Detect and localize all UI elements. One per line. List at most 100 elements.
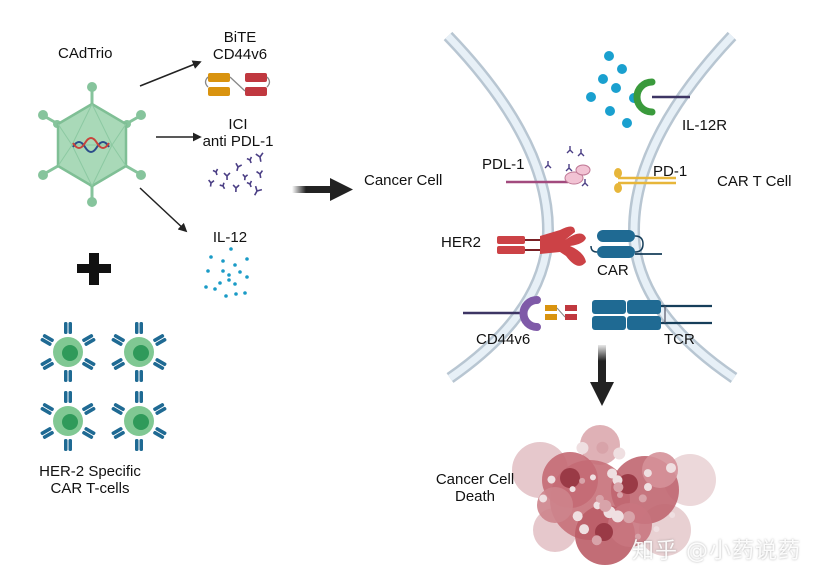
cytokine-dots-icon xyxy=(204,247,249,298)
ici-label-line1: ICI xyxy=(228,116,248,133)
adenovirus-icon xyxy=(38,82,146,207)
il12-dot xyxy=(233,263,237,267)
antibody-icon xyxy=(235,162,243,172)
cd44v6-receptor-icon xyxy=(463,296,541,331)
antibody-icon xyxy=(253,185,263,196)
pdl1-receptor-icon xyxy=(506,146,591,187)
ici-label: ICI anti PDL-1 xyxy=(188,116,288,150)
cell-fragment xyxy=(669,511,676,518)
car-label: CAR xyxy=(597,262,629,279)
cell-death-label-line2: Death xyxy=(454,488,496,505)
cell-fragment xyxy=(599,499,612,512)
il12-dot xyxy=(234,292,238,296)
dead-nucleus xyxy=(560,468,580,488)
nucleus-icon xyxy=(133,414,149,430)
il12-dot xyxy=(218,281,222,285)
arrow-to-il12 xyxy=(139,187,188,233)
car-receptor-icon xyxy=(590,230,662,258)
antibody-icon xyxy=(255,152,264,162)
nucleus-icon xyxy=(62,345,78,361)
nucleus-icon xyxy=(62,414,78,430)
cell-fragment xyxy=(576,442,589,455)
cell-fragment xyxy=(613,447,626,460)
cancer-cell-label: Cancer Cell xyxy=(364,172,443,189)
il12-dot xyxy=(245,275,249,279)
il12-particles-icon xyxy=(586,51,639,128)
dna-icon xyxy=(72,137,110,153)
il12-dot xyxy=(221,259,225,263)
car-t-cell-icon xyxy=(111,322,167,382)
il12-dot xyxy=(206,269,210,273)
il12-dot xyxy=(224,294,228,298)
cell-fragment xyxy=(572,511,583,522)
antibody-icon xyxy=(246,180,253,188)
il12-dot xyxy=(238,270,242,274)
cell-debris xyxy=(642,452,678,488)
antibody-icon xyxy=(246,156,253,164)
cell-fragment xyxy=(607,468,618,479)
arrow-to-synapse xyxy=(292,178,353,201)
il12-dot xyxy=(221,269,225,273)
plus-icon xyxy=(77,253,111,285)
il12-dot xyxy=(233,282,237,286)
il12-dot xyxy=(227,278,231,282)
her2-label: HER2 xyxy=(441,234,482,251)
nucleus-icon xyxy=(133,345,149,361)
il12-dot xyxy=(227,273,231,277)
bite-label: BiTE CD44v6 xyxy=(200,29,280,63)
car-t-label-line2: CAR T-cells xyxy=(50,480,130,497)
cell-fragment xyxy=(617,492,623,498)
il12r-label: IL-12R xyxy=(682,117,728,134)
il12-dot xyxy=(204,285,208,289)
cell-fragment xyxy=(596,441,609,454)
car-t-cell-icon xyxy=(40,322,96,382)
antibody-icon xyxy=(242,173,249,181)
cell-fragment xyxy=(547,475,556,484)
cell-fragment xyxy=(595,494,604,503)
cell-fragment xyxy=(539,494,548,503)
il12-dot xyxy=(209,255,213,259)
pd1-receptor-icon xyxy=(614,168,676,193)
cell-fragment xyxy=(638,494,647,503)
antibody-icon xyxy=(256,170,264,179)
pd1-label: PD-1 xyxy=(653,163,688,180)
car-t-cell-label: CAR T Cell xyxy=(717,173,792,190)
car-t-cells-icon xyxy=(40,322,167,451)
cell-fragment xyxy=(665,462,676,473)
cell-fragment xyxy=(653,526,660,533)
antibody-icon xyxy=(219,182,226,190)
watermark: 知乎 @小药说药 xyxy=(632,539,801,564)
antibody-icon xyxy=(223,172,231,181)
antibody-icon xyxy=(232,184,240,193)
dead-cancer-cell-icon xyxy=(512,425,716,565)
cell-debris xyxy=(537,487,573,523)
virus-label: CAdTrio xyxy=(58,45,113,62)
car-t-cell-icon xyxy=(111,391,167,451)
cell-fragment xyxy=(643,469,652,478)
ici-label-line2: anti PDL-1 xyxy=(202,133,274,150)
cell-fragment xyxy=(634,533,641,540)
antibody-icon xyxy=(208,179,215,187)
cd44v6-label: CD44v6 xyxy=(476,331,531,348)
cancer-cell-membrane xyxy=(443,31,555,383)
il12r-receptor-icon xyxy=(633,78,690,116)
il12-dot xyxy=(243,291,247,295)
tcr-label: TCR xyxy=(664,331,695,348)
arrow-to-cell-death xyxy=(590,345,614,406)
cell-fragment xyxy=(622,511,635,524)
pdl1-label: PDL-1 xyxy=(482,156,525,173)
cell-fragment xyxy=(579,524,590,535)
bite-label-line1: BiTE xyxy=(223,29,257,46)
il12-dot xyxy=(213,287,217,291)
car-t-cell-membrane xyxy=(627,31,738,383)
il12-label: IL-12 xyxy=(212,229,248,246)
arrow-to-bite xyxy=(139,60,202,87)
cell-fragment xyxy=(589,474,596,481)
il12-dot xyxy=(245,257,249,261)
antibody-icon xyxy=(212,168,219,176)
cell-fragment xyxy=(569,486,576,493)
cell-fragment xyxy=(579,477,586,484)
cell-fragment xyxy=(591,535,602,546)
bite-label-line2: CD44v6 xyxy=(212,46,268,63)
